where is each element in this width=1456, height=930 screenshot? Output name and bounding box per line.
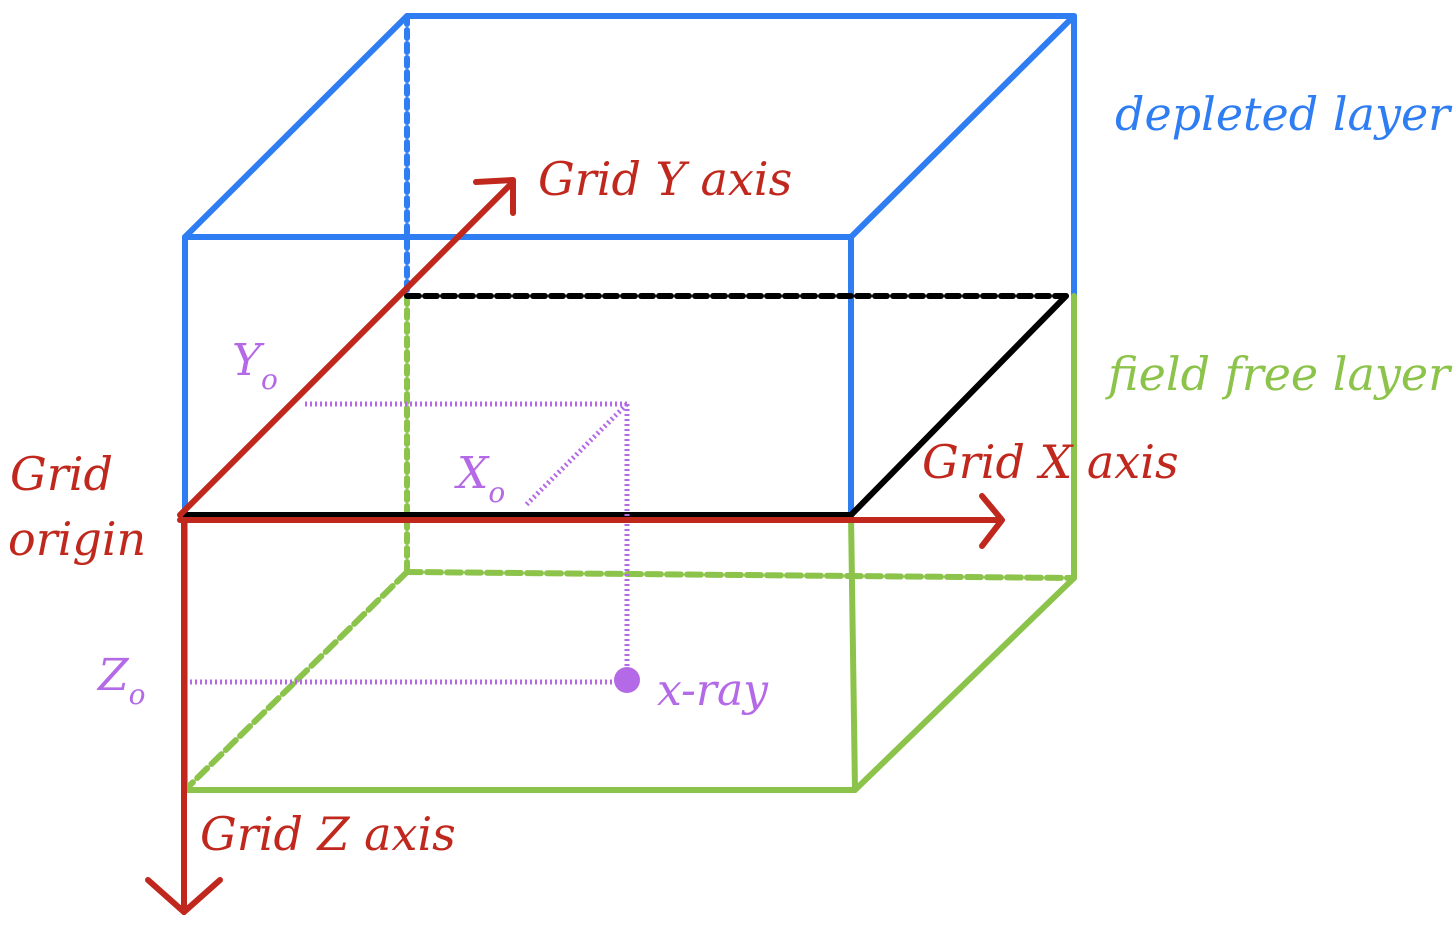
- depleted-top-face: [182, 13, 1077, 240]
- grid-x-axis-arrowhead: [979, 493, 1005, 549]
- x0-label-subscript: o: [488, 476, 505, 509]
- x0-label-base: X: [454, 448, 490, 499]
- xray-label: x-ray: [657, 665, 769, 716]
- grid-x-axis-label: Grid X axis: [922, 435, 1179, 489]
- xray-point: [614, 667, 640, 693]
- grid-y-axis-line: [177, 182, 513, 518]
- z0-label-base: Z: [96, 650, 130, 701]
- field-free-layer-box: [182, 293, 1077, 793]
- grid-y-axis-label: Grid Y axis: [538, 152, 792, 206]
- grid-z-axis-arrowhead: [145, 877, 223, 915]
- field-free-front-face: [182, 512, 858, 793]
- z0-label-subscript: o: [129, 678, 146, 711]
- depleted-layer-box: [182, 13, 1077, 518]
- field-free-layer-label: field free layer: [1105, 347, 1453, 401]
- depleted-layer-label: depleted layer: [1115, 87, 1453, 141]
- field-free-bottom-right-edge: [852, 575, 1077, 793]
- z0-label: Zo: [96, 650, 145, 711]
- depleted-front-face: [182, 234, 854, 518]
- xray-guides: [190, 401, 630, 685]
- grid-axes: [145, 177, 1005, 915]
- x0-label: Xo: [454, 448, 505, 509]
- x0-guide: [523, 402, 629, 508]
- grid-y-axis-arrowhead: [473, 177, 516, 216]
- y0-label-base: Y: [232, 335, 265, 386]
- y0-label-subscript: o: [261, 363, 278, 396]
- y0-label: Yo: [232, 335, 278, 396]
- field-free-hidden-back-bottom: [404, 569, 1077, 581]
- boundary-right-edge: [848, 293, 1069, 518]
- grid-origin-label-line1: Grid: [10, 447, 113, 501]
- layer-boundary: [182, 293, 1069, 518]
- grid-z-axis-label: Grid Z axis: [200, 807, 456, 861]
- grid-origin-label-line2: origin: [8, 512, 146, 566]
